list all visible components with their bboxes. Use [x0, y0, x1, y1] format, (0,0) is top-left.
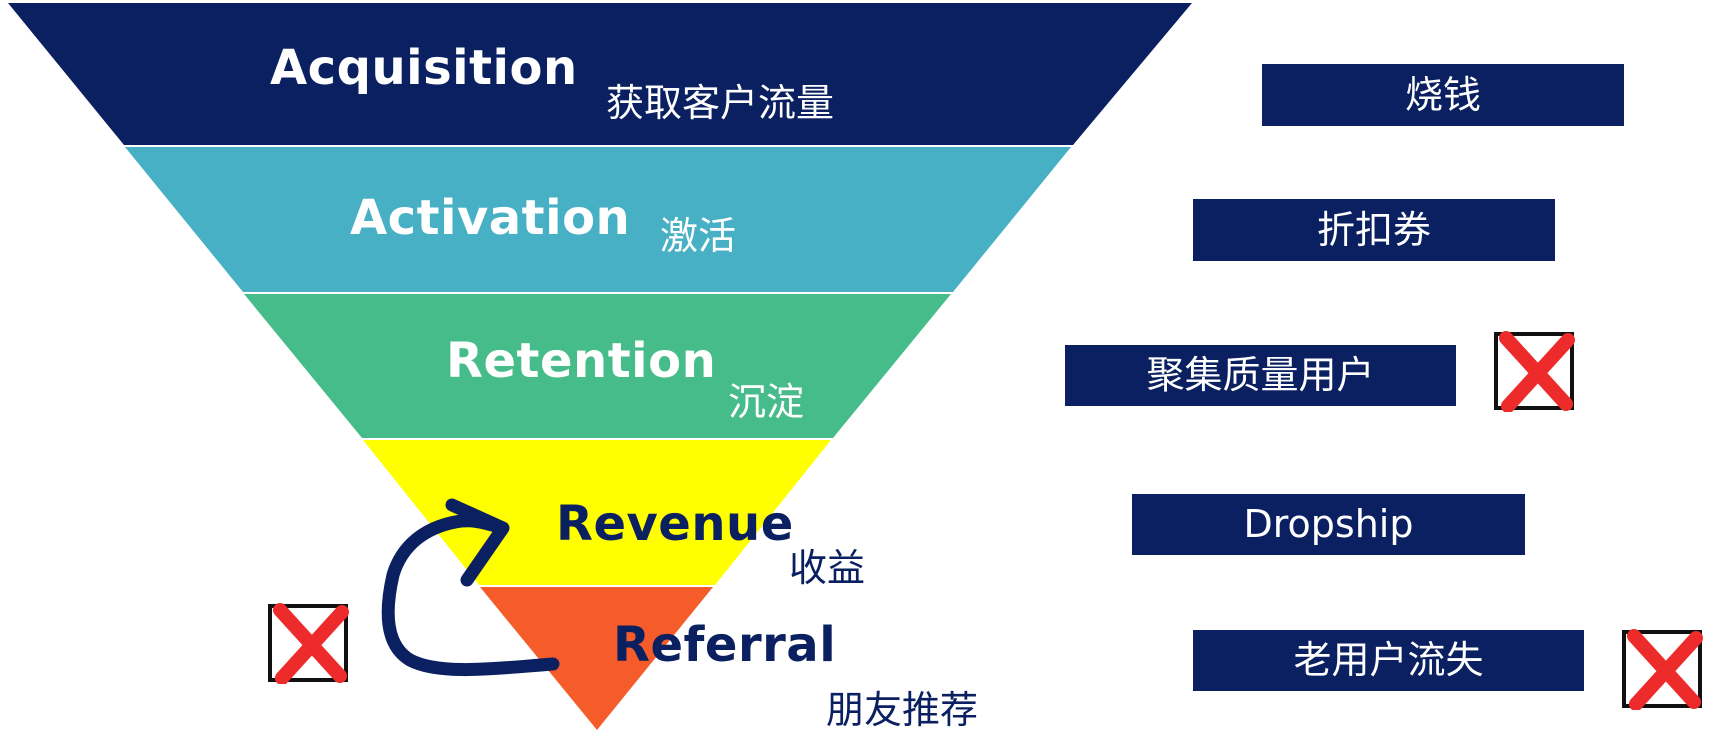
tactic-box-quality-users: 聚集质量用户	[1065, 345, 1456, 406]
funnel-band-retention	[244, 294, 951, 438]
stage-retention-cn: 沉淀	[728, 380, 805, 424]
stage-activation-label: Activation	[350, 190, 631, 246]
stage-revenue-label: Revenue	[556, 496, 794, 552]
stage-revenue-cn: 收益	[789, 546, 866, 590]
stage-referral-label: Referral	[613, 617, 837, 673]
x-mark-icon	[1622, 629, 1703, 710]
tactic-box-burn-money: 烧钱	[1262, 64, 1624, 126]
stage-acquisition-label: Acquisition	[270, 40, 578, 96]
x-mark-icon	[1494, 331, 1575, 412]
funnel-band-activation	[125, 147, 1071, 292]
stage-activation-cn: 激活	[660, 214, 737, 258]
stage-referral-cn: 朋友推荐	[826, 688, 979, 732]
stage-acquisition-cn: 获取客户流量	[606, 81, 835, 125]
tactic-box-dropship: Dropship	[1132, 494, 1525, 555]
tactic-box-coupon: 折扣券	[1193, 199, 1555, 261]
funnel-band-acquisition	[8, 3, 1192, 145]
tactic-box-user-churn: 老用户流失	[1193, 630, 1584, 691]
x-mark-icon	[268, 603, 349, 684]
stage-retention-label: Retention	[446, 333, 717, 389]
